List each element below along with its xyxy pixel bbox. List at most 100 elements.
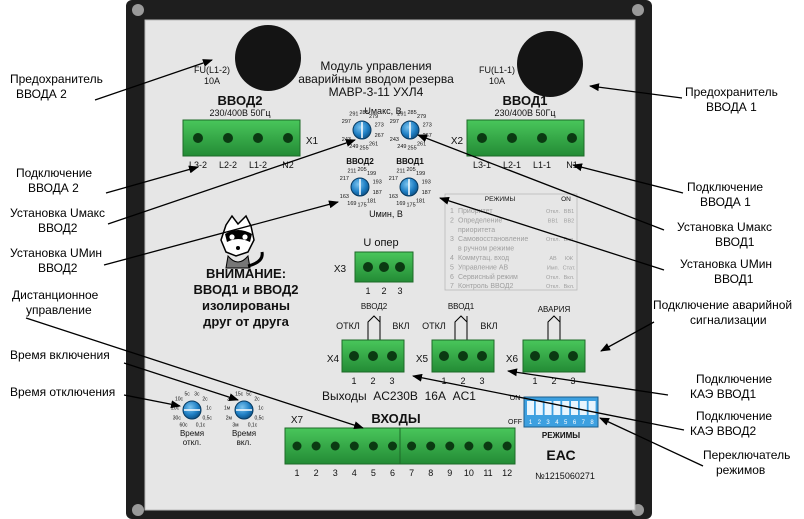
umax2-tick: 267 — [375, 133, 384, 139]
callout-conn2-2: ВВОДА 2 — [28, 181, 79, 195]
callout-alarm-1: Подключение аварийной — [653, 298, 792, 312]
dip-switch-8[interactable] — [588, 401, 596, 415]
fuse-vvod1-hole — [517, 31, 583, 97]
ton-tick: 15c — [235, 391, 244, 397]
modes-row-code2: ВВ1 — [564, 209, 574, 215]
leader-alarm — [600, 321, 655, 352]
leader-remote — [25, 317, 364, 430]
ton-tick: 2м — [226, 415, 233, 421]
leader-time-off — [123, 394, 181, 409]
dip-switch-2[interactable] — [535, 401, 543, 415]
dip-switch-3[interactable] — [544, 401, 552, 415]
terminal-x1[interactable] — [182, 119, 301, 157]
x7-label: X7 — [291, 415, 304, 426]
umin1-tick: 199 — [416, 171, 425, 177]
x5-title: ВВОД1 — [448, 302, 475, 311]
terminal-x4[interactable] — [341, 339, 405, 373]
x2-pin-3: L1-1 — [533, 160, 551, 170]
callout-kae2-1: Подключение — [696, 409, 772, 423]
callout-time-on: Время включения — [10, 348, 110, 362]
modes-row-text: Самовосстановление — [458, 236, 528, 243]
x5-on: ВКЛ — [480, 321, 497, 331]
warning-line-2: ВВОД1 и ВВОД2 — [194, 282, 299, 297]
knob-time-on[interactable] — [234, 400, 254, 420]
x4-pin-1: 1 — [351, 376, 356, 386]
callout-fuse2-1: Предохранитель — [10, 72, 103, 86]
x7-title: ВХОДЫ — [371, 411, 420, 426]
x7-screw — [368, 441, 378, 451]
umin1-tick: 181 — [416, 199, 425, 205]
modes-row-text: в ручном режиме — [458, 246, 514, 253]
toff-tick: 30c — [173, 415, 182, 421]
x2-pin-1: L3-1 — [473, 160, 491, 170]
dip-label: РЕЖИМЫ — [542, 431, 580, 440]
dip-switch-1[interactable] — [527, 401, 534, 415]
umin2-tick: 199 — [367, 171, 376, 177]
knob-umax-vvod2[interactable] — [352, 120, 372, 140]
x7-screw — [388, 441, 397, 451]
x6-label: X6 — [506, 354, 519, 365]
umin2-tick: 187 — [373, 190, 382, 196]
terminal-x5[interactable] — [431, 339, 495, 373]
umin2-tick: 181 — [367, 199, 376, 205]
modes-row-code2: Вкл. — [564, 284, 575, 290]
x2-label: X2 — [451, 136, 464, 147]
outputs-text: Выходы AC230В 16А AC1 — [322, 389, 476, 403]
dip-number-6: 6 — [573, 420, 577, 426]
fuse-right-top: FU(L1-1) — [479, 65, 515, 75]
terminal-x6[interactable] — [522, 339, 586, 373]
modes-row-num: 7 — [450, 283, 454, 290]
knob-time-off[interactable] — [182, 400, 202, 420]
umax1-tick: 291 — [397, 112, 406, 118]
x5-pin-1: 1 — [441, 376, 446, 386]
callout-fuse1-1: Предохранитель — [685, 85, 778, 99]
panel-title-1: Модуль управления — [320, 59, 431, 73]
callout-conn1-2: ВВОДА 1 — [700, 195, 751, 209]
toff-tick: 60c — [179, 422, 188, 428]
serial-number: №1215060271 — [535, 471, 595, 481]
terminal-x7[interactable] — [284, 427, 516, 465]
modes-row-text: Контроль ВВОД2 — [458, 283, 513, 290]
terminal-x2[interactable] — [466, 119, 585, 157]
leader-umax1 — [417, 134, 665, 231]
knob-umin-vvod1[interactable] — [399, 177, 419, 197]
callout-kae2-2: КАЭ ВВОД2 — [690, 424, 756, 438]
ton-tick: 0,1c — [248, 422, 258, 428]
x7-screw — [464, 441, 474, 451]
knob-umin-vvod2[interactable] — [350, 177, 370, 197]
x4-contact-symbol — [367, 315, 381, 340]
terminal-x3[interactable] — [354, 251, 414, 283]
toff-tick: 3c — [194, 391, 200, 397]
dip-number-7: 7 — [582, 420, 586, 426]
modes-row-code: Откл. — [546, 209, 560, 215]
modes-row-code: ВВ1 — [548, 218, 558, 224]
knob-label-vvod2: ВВОД2 — [346, 157, 374, 166]
dip-switch-5[interactable] — [562, 401, 570, 415]
callout-lines — [25, 59, 704, 467]
x2-pin-4: N1 — [566, 160, 578, 170]
umin1-tick: 193 — [422, 180, 431, 186]
callout-remote-2: управление — [26, 303, 92, 317]
callout-fuse2-2: ВВОДА 2 — [16, 87, 67, 101]
x6-title: АВАРИЯ — [538, 305, 571, 314]
x5-pin-2: 2 — [460, 376, 465, 386]
callout-kae1-2: КАЭ ВВОД1 — [690, 387, 756, 401]
x5-pin-3: 3 — [479, 376, 484, 386]
modes-row-num: 4 — [450, 255, 454, 262]
umax2-tick: 297 — [342, 119, 351, 125]
x4-on: ВКЛ — [392, 321, 409, 331]
ton-tick: 2c — [254, 397, 260, 403]
knob-umax-vvod1[interactable] — [400, 120, 420, 140]
modes-row-text: Определение — [458, 217, 502, 224]
modes-row-text: Коммутац. вход — [458, 255, 509, 262]
modes-row-code: Откл. — [546, 237, 560, 243]
panel-title-3: МАВР-3-11 УХЛ4 — [329, 85, 424, 99]
callout-fuse1-2: ВВОДА 1 — [706, 100, 757, 114]
x7-pin-7: 7 — [409, 468, 414, 478]
x4-pin-2: 2 — [370, 376, 375, 386]
dip-switch-7[interactable] — [579, 401, 587, 415]
dip-switch-4[interactable] — [553, 401, 561, 415]
